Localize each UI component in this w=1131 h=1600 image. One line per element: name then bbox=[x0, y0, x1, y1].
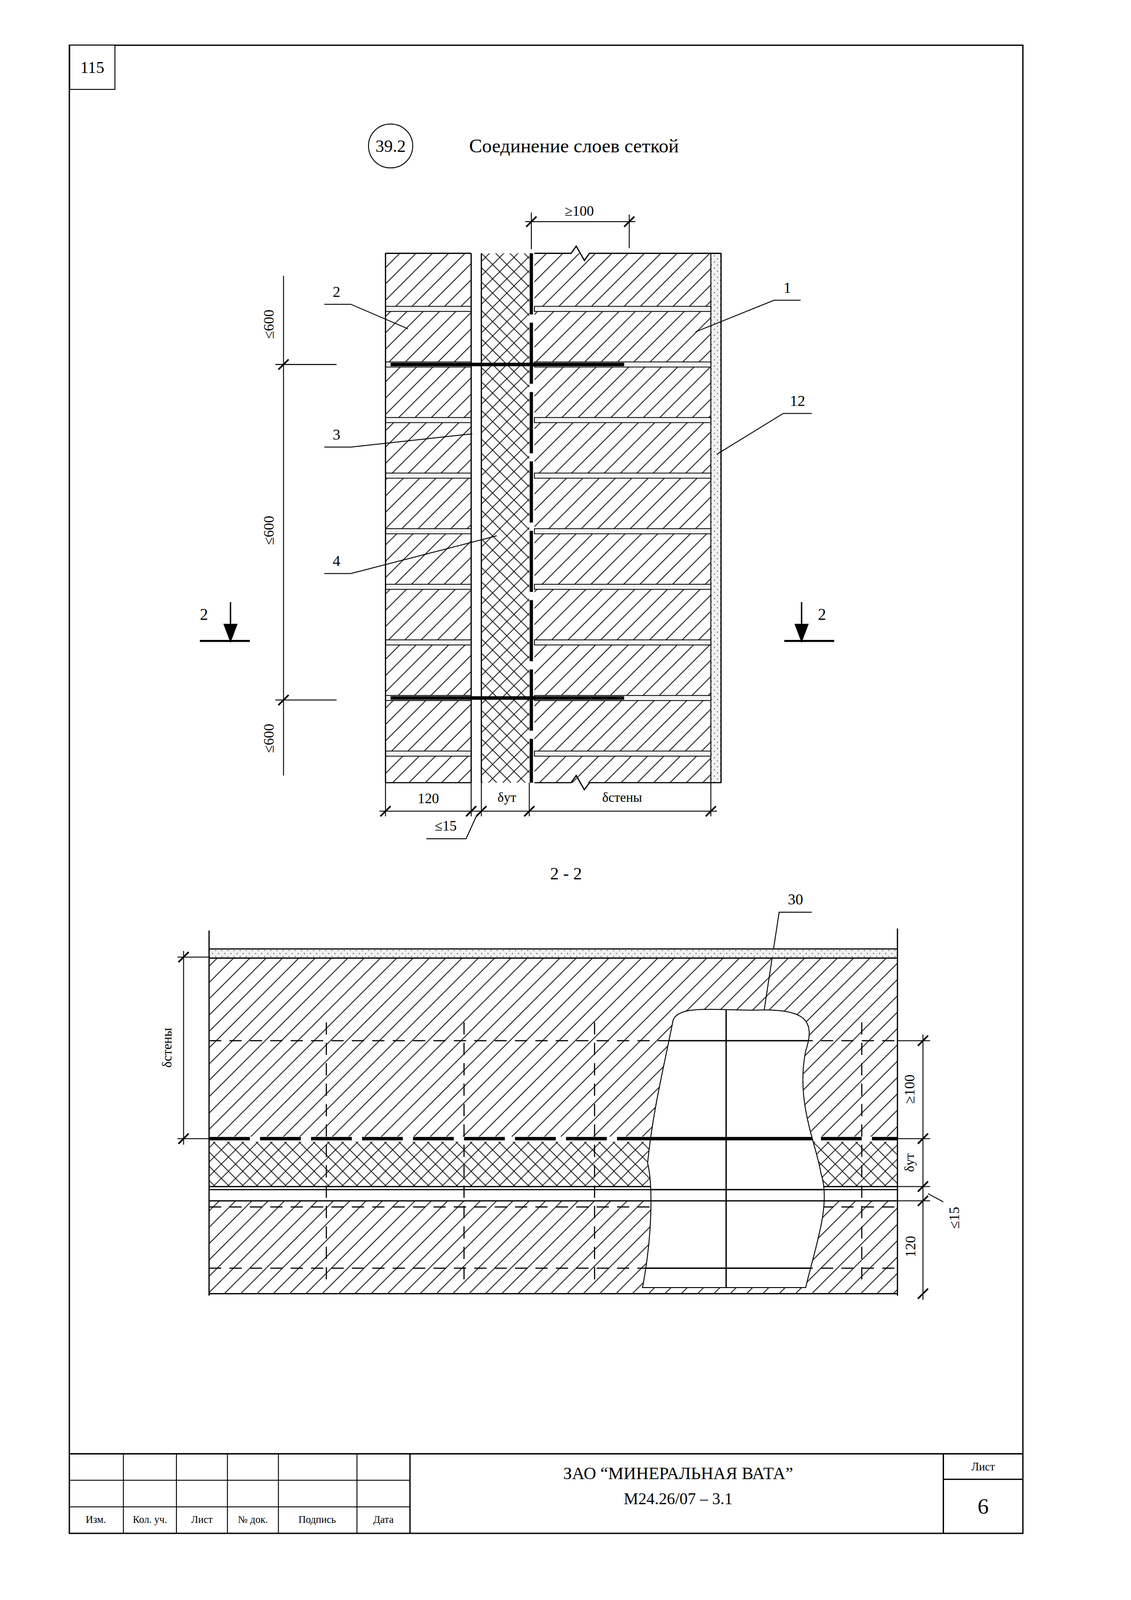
section-title: 2 - 2 bbox=[549, 864, 582, 885]
layer-lines bbox=[385, 246, 722, 790]
node-text: 39.2 bbox=[375, 135, 406, 156]
detail-circle: 39.2 bbox=[368, 123, 413, 169]
dimension-value: ≤15 bbox=[434, 817, 457, 835]
title-block-cell: Кол. уч. bbox=[132, 1513, 167, 1526]
dimension-value: δут bbox=[497, 789, 517, 805]
callout-number: 1 bbox=[783, 278, 792, 297]
sheet-number: 6 bbox=[977, 1493, 989, 1520]
callout-number: 12 bbox=[789, 392, 806, 410]
mesh-reinforcement bbox=[390, 364, 624, 698]
callout-number: 30 bbox=[788, 890, 804, 909]
wall-plan-section bbox=[208, 928, 898, 1296]
mortar-joints bbox=[385, 306, 711, 757]
dimension-value: δстены bbox=[159, 1027, 175, 1068]
dimension-lines bbox=[275, 212, 717, 839]
document-code: M24.26/07 – 3.1 bbox=[623, 1489, 733, 1509]
section-markers bbox=[199, 601, 835, 641]
dimension-value: 120 bbox=[902, 1235, 919, 1257]
section-mark: 2 bbox=[817, 605, 826, 625]
mesh-exposed bbox=[612, 1010, 837, 1288]
title-block-cell: Лист bbox=[191, 1513, 213, 1526]
dimension-value: δут bbox=[902, 1153, 918, 1173]
title-block-cell: Лист bbox=[971, 1460, 995, 1474]
company-name: ЗАО “МИНЕРАЛЬНАЯ ВАТА” bbox=[563, 1463, 794, 1484]
title-block-cell: Дата bbox=[373, 1513, 395, 1526]
dimension-value: δстены bbox=[601, 789, 642, 805]
sheet-number-box: 115 bbox=[69, 44, 116, 90]
dimension-value: ≤600 bbox=[260, 309, 278, 339]
wall-elevation bbox=[385, 246, 722, 790]
sheet-frame bbox=[69, 45, 1023, 1534]
node-text: 115 bbox=[80, 57, 104, 78]
dimension-value: ≤600 bbox=[260, 723, 278, 753]
title-block-cell: Подпись bbox=[298, 1513, 336, 1526]
cutaway bbox=[642, 1009, 825, 1288]
dimension-value: ≥100 bbox=[901, 1074, 919, 1104]
drawing-title: Соединение слоев сеткой bbox=[469, 134, 680, 157]
title-block-cell: № док. bbox=[238, 1513, 269, 1526]
section-mark: 2 bbox=[199, 605, 208, 625]
callout-number: 2 bbox=[332, 282, 341, 301]
title-block-cell: Изм. bbox=[85, 1513, 106, 1526]
dimension-value: 120 bbox=[417, 790, 440, 807]
dimension-value: ≥100 bbox=[564, 202, 594, 220]
dimension-value: ≤600 bbox=[260, 515, 278, 545]
plan-dimensions bbox=[177, 950, 944, 1300]
leader-lines bbox=[324, 300, 812, 1039]
callout-number: 3 bbox=[332, 425, 341, 444]
callout-number: 4 bbox=[332, 552, 341, 571]
dimension-value: ≤15 bbox=[946, 1206, 963, 1229]
